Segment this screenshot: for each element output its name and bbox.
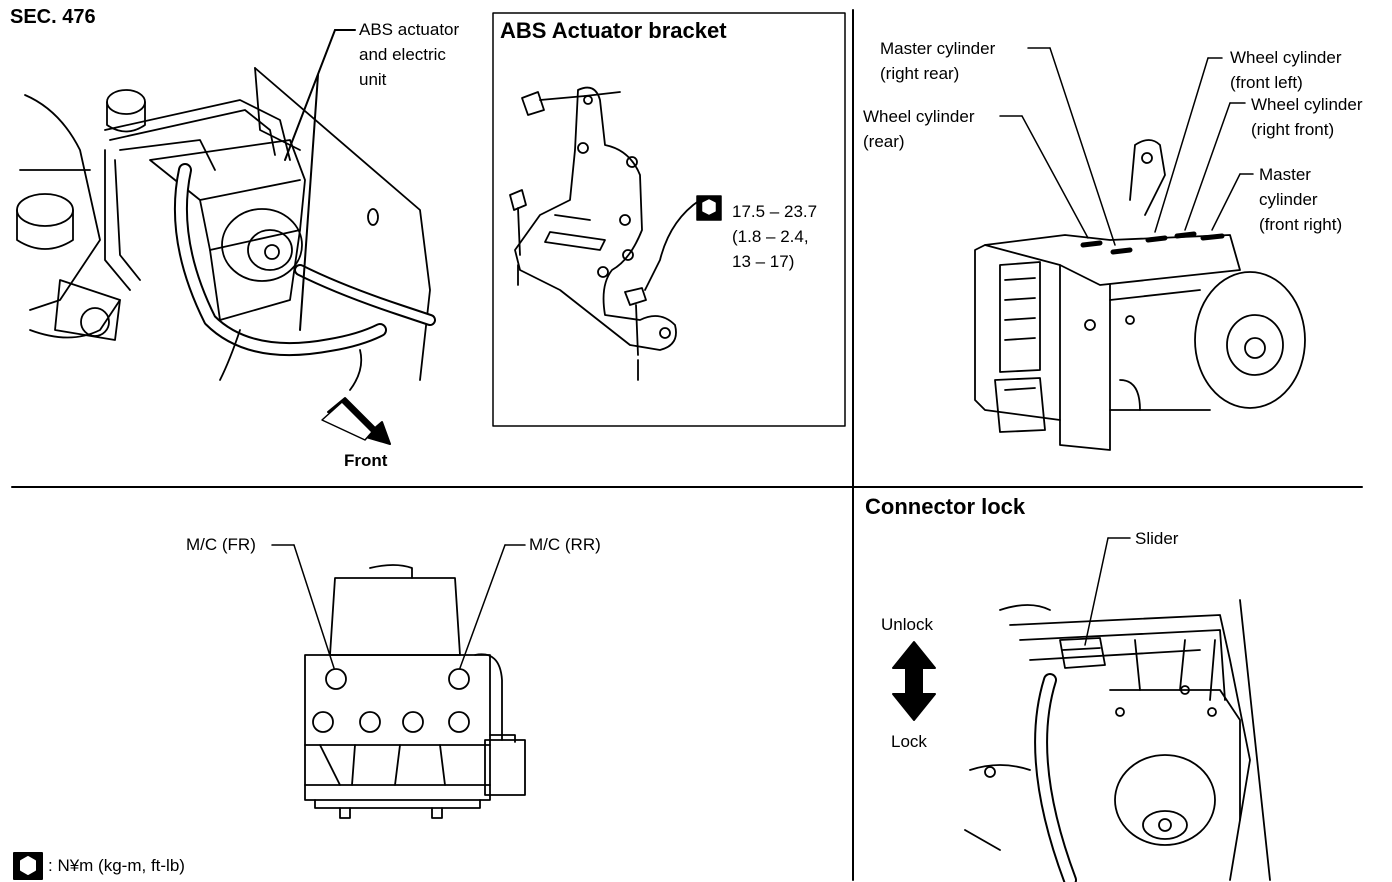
port-leaders [999, 47, 1254, 246]
connector-lock-title: Connector lock [865, 494, 1026, 519]
actuator-ports-illustration [974, 139, 1306, 451]
wheel-cylinder-rear-label: Wheel cylinder (rear) [863, 107, 975, 151]
actuator-leader-3 [299, 74, 319, 331]
actuator-label: ABS actuator and electric unit [359, 20, 460, 89]
mc-fr-label: M/C (FR) [186, 535, 256, 554]
wrench-torque-icon [696, 195, 722, 221]
connector-lock-illustration [964, 599, 1271, 882]
section-number: SEC. 476 [10, 6, 96, 28]
mc-leaders [271, 544, 526, 669]
slider-label: Slider [1135, 529, 1179, 548]
legend-units: : N¥m (kg-m, ft-lb) [48, 856, 185, 875]
actuator-location-illustration [16, 67, 436, 391]
bracket-illustration [509, 86, 701, 381]
master-cylinder-front-right-label: Master cylinder (front right) [1259, 165, 1343, 234]
front-label: Front [344, 451, 388, 470]
mc-ports-illustration [304, 564, 526, 819]
master-cylinder-right-rear-label: Master cylinder (right rear) [880, 39, 996, 83]
actuator-leader-2 [284, 29, 336, 161]
unlock-label: Unlock [881, 615, 933, 634]
legend-torque-icon [13, 852, 43, 880]
slider-leader-2 [1084, 537, 1109, 646]
wheel-cylinder-right-front-label: Wheel cylinder (right front) [1251, 95, 1363, 139]
torque-spec: 17.5 – 23.7 (1.8 – 2.4, 13 – 17) [732, 202, 818, 271]
bracket-title: ABS Actuator bracket [500, 18, 727, 43]
bracket-box [492, 12, 846, 427]
lock-label: Lock [891, 732, 927, 751]
wheel-cylinder-front-left-label: Wheel cylinder (front left) [1230, 48, 1342, 92]
mc-rr-label: M/C (RR) [529, 535, 601, 554]
lock-unlock-arrow-icon [892, 641, 936, 721]
